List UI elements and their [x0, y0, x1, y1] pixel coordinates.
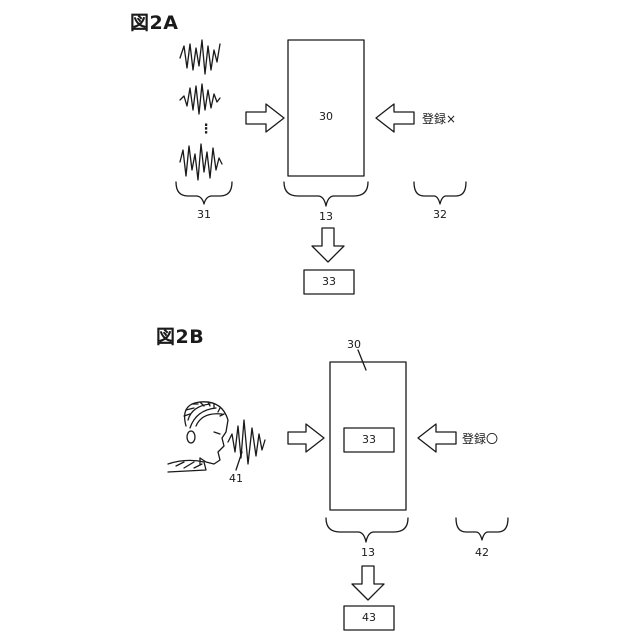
- brace-31: [176, 182, 232, 204]
- brace-label-31: 31: [184, 208, 224, 221]
- input-arrow-left: [376, 104, 414, 132]
- brace-label-13: 13: [306, 210, 346, 223]
- input-arrow-left: [418, 424, 456, 452]
- waveform-sample-1: [180, 40, 220, 74]
- output-label: 33: [304, 275, 354, 288]
- inner-box-label: 33: [344, 433, 394, 446]
- model-label: 30: [288, 110, 364, 123]
- figure-2b: [168, 350, 508, 630]
- figure-2a-title: 図2A: [130, 8, 178, 35]
- registration-note: 登録×: [422, 110, 456, 127]
- model-box-leader-line: [358, 350, 366, 370]
- ellipsis-glyph: ⋮: [186, 122, 226, 137]
- brace-42: [456, 518, 508, 540]
- registration-note: 登録〇: [462, 430, 498, 447]
- speaker-leader-line: [236, 452, 242, 470]
- figure-2a: [176, 40, 466, 294]
- input-arrow-right: [288, 424, 324, 452]
- brace-label-32: 32: [420, 208, 460, 221]
- output-label: 43: [344, 611, 394, 624]
- speaker-person-icon: [168, 402, 228, 472]
- speaker-label-41: 41: [216, 472, 256, 485]
- speech-waveform-icon: [228, 420, 265, 464]
- brace-label-13: 13: [348, 546, 388, 559]
- output-arrow-down: [352, 566, 384, 600]
- brace-label-42: 42: [462, 546, 502, 559]
- brace-13: [326, 518, 408, 542]
- model-box-30: [288, 40, 364, 176]
- waveform-sample-2: [180, 84, 220, 114]
- brace-13: [284, 182, 368, 206]
- output-arrow-down: [312, 228, 344, 262]
- figure-2b-title: 図2B: [156, 322, 204, 349]
- input-arrow-right: [246, 104, 284, 132]
- brace-32: [414, 182, 466, 204]
- waveform-sample-3: [180, 144, 222, 180]
- model-label: 30: [334, 338, 374, 351]
